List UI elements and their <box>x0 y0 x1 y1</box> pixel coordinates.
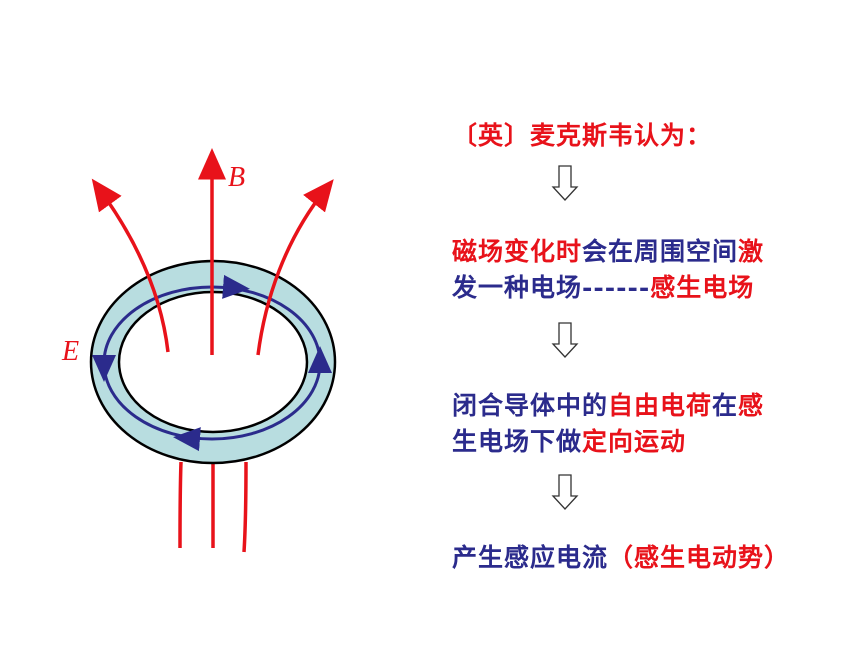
line3-run: 发一种电场------ <box>452 273 651 302</box>
magnetic-field-label: B <box>228 162 246 193</box>
statement-changing-field: 磁场变化时会在周围空间激 <box>452 232 764 268</box>
line3-run: 感生电场 <box>650 273 755 302</box>
line2-run: 会在周围空间 <box>582 237 739 266</box>
line4-run: 自由电荷 <box>608 391 713 420</box>
line4-run: 在 <box>712 391 739 420</box>
induced-electric-field-diagram <box>89 148 337 553</box>
line5-run: 生电场下做 <box>452 427 583 456</box>
field-lines-top <box>91 148 334 356</box>
statement-induced-current: 产生感应电流（感生电动势） <box>452 538 790 574</box>
line6-run: （感生电动势） <box>608 543 791 572</box>
statement-induced-field: 发一种电场------感生电场 <box>452 268 754 304</box>
down-arrow-icon <box>551 474 579 510</box>
statement-directed-motion: 生电场下做定向运动 <box>452 422 686 458</box>
heading-maxwell: 〔英〕麦克斯韦认为： <box>452 116 712 152</box>
conducting-ring <box>89 259 337 465</box>
line4-run: 感 <box>738 391 765 420</box>
line6-run: 产生感应电流 <box>452 543 609 572</box>
line5-run: 定向运动 <box>582 427 687 456</box>
down-arrow-icon <box>551 322 579 358</box>
line2-run: 激 <box>738 237 765 266</box>
down-arrow-icon <box>551 165 579 201</box>
line1-run: 〔英〕麦克斯韦认为： <box>452 121 713 150</box>
statement-free-charges: 闭合导体中的自由电荷在感 <box>452 386 764 422</box>
line2-run: 磁场变化时 <box>452 237 583 266</box>
field-lines-bottom <box>178 461 248 553</box>
electric-field-label: E <box>62 336 80 367</box>
line4-run: 闭合导体中的 <box>452 391 609 420</box>
